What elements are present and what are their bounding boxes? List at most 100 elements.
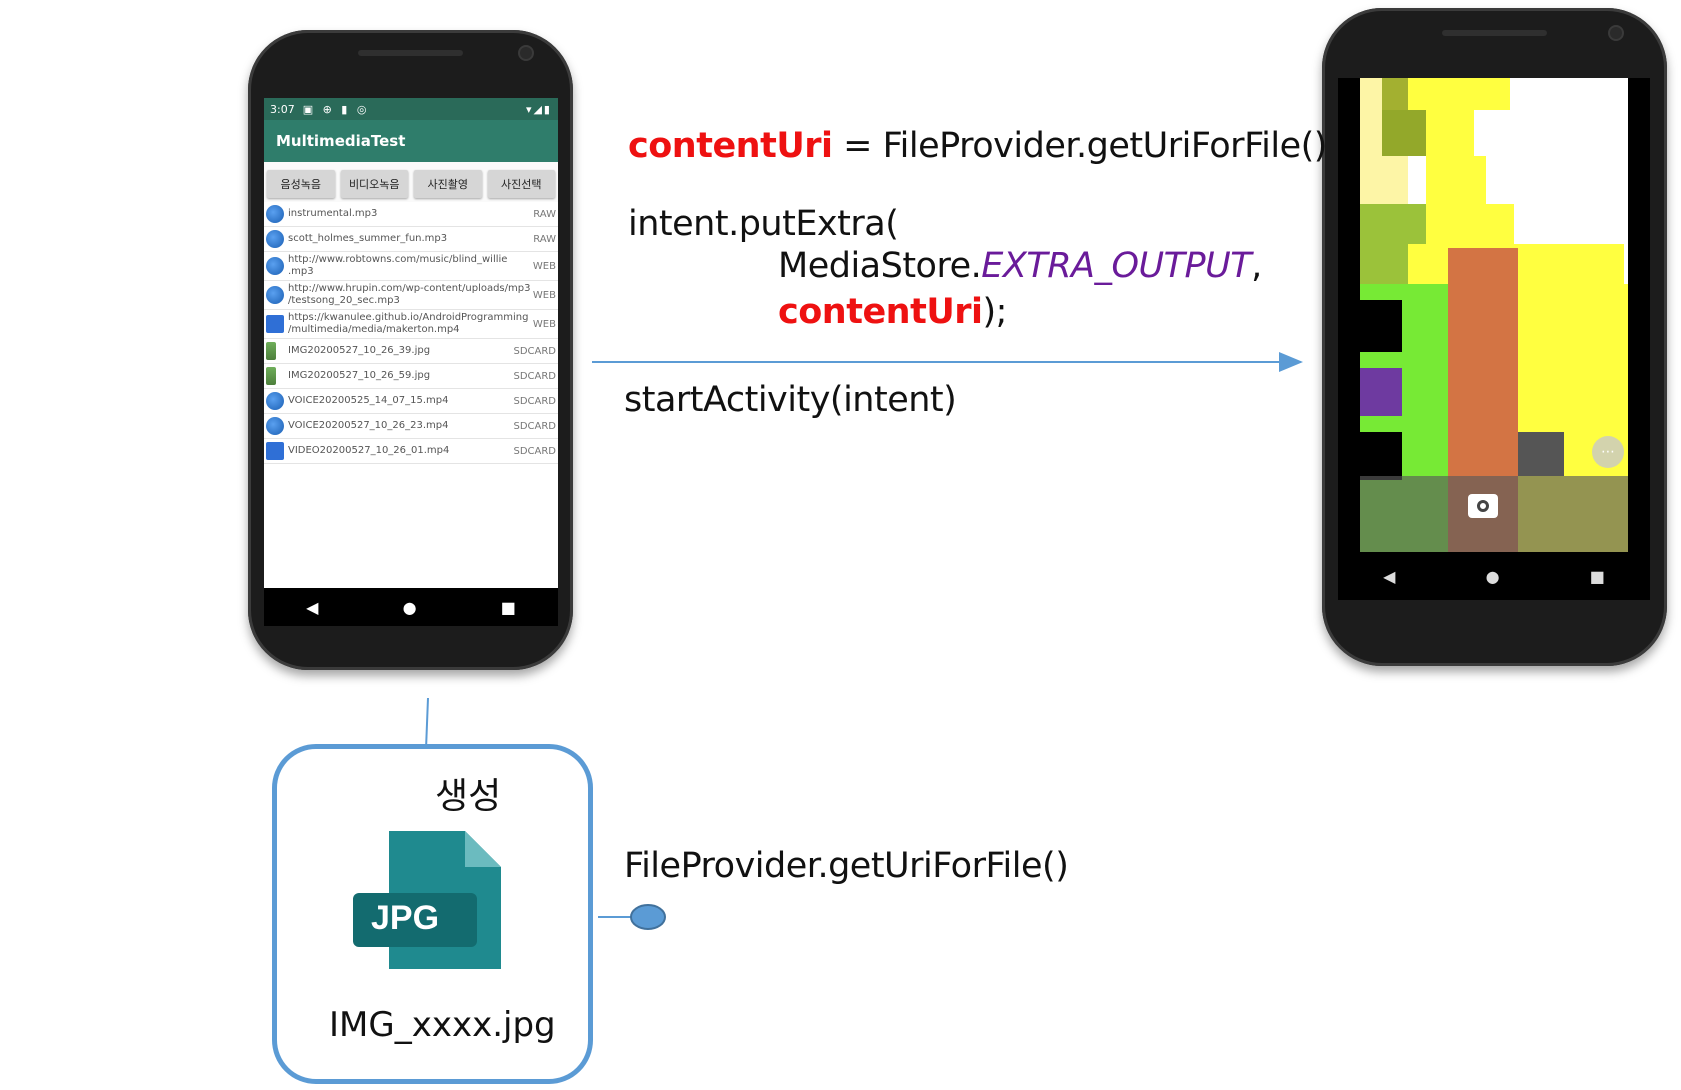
preview-block [1518,432,1564,476]
record-audio-button[interactable]: 음성녹음 [267,170,335,198]
file-name: IMG20200527_10_26_59.jpg [288,370,431,381]
code-line-content-uri: contentUri = FileProvider.getUriForFile(… [628,126,1327,166]
list-item[interactable]: https://kwanulee.github.io/AndroidProgra… [264,310,558,339]
file-name: https://kwanulee.github.io/AndroidProgra… [288,312,529,335]
preview-block [1382,110,1426,156]
preview-block [1408,78,1510,110]
content-uri-argument: contentUri [778,292,983,332]
status-bar: 3:07 ▣ ⊕ ▮ ◎ ▾◢▮ [264,98,558,120]
code-line-start-activity: startActivity(intent) [624,380,957,420]
phone-speaker [358,50,463,56]
file-name: VOICE20200527_10_26_23.mp4 [288,420,449,431]
file-name: VIDEO20200527_10_26_01.mp4 [288,445,450,456]
music-icon [266,417,284,435]
list-item[interactable]: IMG20200527_10_26_39.jpg SDCARD [264,339,558,364]
camera-screen: ⋯ ◀ ● ■ [1338,78,1650,600]
jpg-file-icon: JPG [351,827,501,977]
list-item[interactable]: VIDEO20200527_10_26_01.mp4 SDCARD [264,439,558,464]
music-icon [266,257,284,275]
file-source: WEB [532,260,556,272]
content-uri-variable: contentUri [628,126,833,166]
file-name: instrumental.mp3 [288,208,378,219]
list-item[interactable]: VOICE20200527_10_26_23.mp4 SDCARD [264,414,558,439]
image-icon [266,342,276,360]
status-notification-icons: ▣ ⊕ ▮ ◎ [302,102,370,116]
left-phone-screen: 3:07 ▣ ⊕ ▮ ◎ ▾◢▮ MultimediaTest 음성녹음 비디오… [264,98,558,626]
preview-block [1360,432,1402,480]
file-source: WEB [532,289,556,301]
video-icon [266,442,284,460]
file-source: SDCARD [513,445,556,457]
record-video-button[interactable]: 비디오녹음 [340,170,408,198]
recents-icon[interactable]: ■ [500,597,516,617]
provider-label: FileProvider.getUriForFile() [624,846,1069,886]
file-name: http://www.robtowns.com/music/blind_will… [288,254,508,277]
phone-camera [518,45,534,61]
app-title: MultimediaTest [276,132,406,150]
close-paren: ); [982,292,1008,332]
file-name: http://www.hrupin.com/wp-content/uploads… [288,283,531,306]
code-line-put-extra: intent.putExtra( [628,204,899,244]
mediastore-prefix: MediaStore. [778,246,982,286]
preview-block [1360,300,1402,352]
music-icon [266,392,284,410]
preview-block [1426,156,1486,204]
jpg-icon-graphic [353,831,501,969]
music-icon [266,286,284,304]
status-signal-battery-icons: ▾◢▮ [525,102,552,116]
list-item[interactable]: IMG20200527_10_26_59.jpg SDCARD [264,364,558,389]
left-phone: 3:07 ▣ ⊕ ▮ ◎ ▾◢▮ MultimediaTest 음성녹음 비디오… [248,30,573,670]
nav-bar: ◀ ● ■ [1338,552,1650,600]
image-icon [266,367,276,385]
list-item[interactable]: VOICE20200525_14_07_15.mp4 SDCARD [264,389,558,414]
preview-block [1360,244,1408,284]
music-icon [266,205,284,223]
create-label: 생성 [435,776,502,817]
video-icon [266,315,284,333]
file-source: RAW [533,233,556,245]
extra-output-constant: EXTRA_OUTPUT [981,246,1252,286]
status-time: 3:07 [270,102,295,116]
app-bar: MultimediaTest [264,120,558,162]
file-name: IMG20200527_10_26_39.jpg [288,345,431,356]
phone-speaker [1442,30,1547,36]
file-name: VOICE20200525_14_07_15.mp4 [288,395,449,406]
select-photo-button[interactable]: 사진선택 [487,170,555,198]
get-uri-call: = FileProvider.getUriForFile() [832,126,1327,166]
home-icon[interactable]: ● [1485,566,1500,586]
take-photo-button[interactable]: 사진촬영 [414,170,482,198]
phone-camera [1608,25,1624,41]
file-box: 생성 JPG IMG_xxxx.jpg [272,744,593,1084]
nav-bar: ◀ ● ■ [264,588,558,626]
right-phone: ⋯ ◀ ● ■ [1322,8,1667,666]
preview-block [1360,204,1426,244]
file-source: SDCARD [513,420,556,432]
file-source: WEB [532,318,556,330]
list-item[interactable]: http://www.robtowns.com/music/blind_will… [264,252,558,281]
preview-block [1426,110,1474,156]
more-options-icon[interactable]: ⋯ [1592,436,1624,468]
music-icon [266,230,284,248]
file-source: RAW [533,208,556,220]
back-icon[interactable]: ◀ [1383,566,1396,586]
back-icon[interactable]: ◀ [306,597,319,617]
shutter-camera-icon[interactable] [1468,494,1498,518]
camera-preview: ⋯ [1360,78,1628,552]
provider-connector-node [630,904,666,930]
preview-block [1382,78,1408,110]
list-item[interactable]: instrumental.mp3 RAW [264,202,558,227]
home-icon[interactable]: ● [402,597,417,617]
file-source: SDCARD [513,370,556,382]
preview-block [1360,368,1402,416]
lens-icon [1477,500,1489,512]
file-source: SDCARD [513,395,556,407]
recents-icon[interactable]: ■ [1589,566,1605,586]
code-line-extra-output: MediaStore.EXTRA_OUTPUT, [778,246,1262,286]
file-name: IMG_xxxx.jpg [329,1005,556,1045]
preview-block [1426,204,1514,244]
file-source: SDCARD [513,345,556,357]
list-item[interactable]: http://www.hrupin.com/wp-content/uploads… [264,281,558,310]
